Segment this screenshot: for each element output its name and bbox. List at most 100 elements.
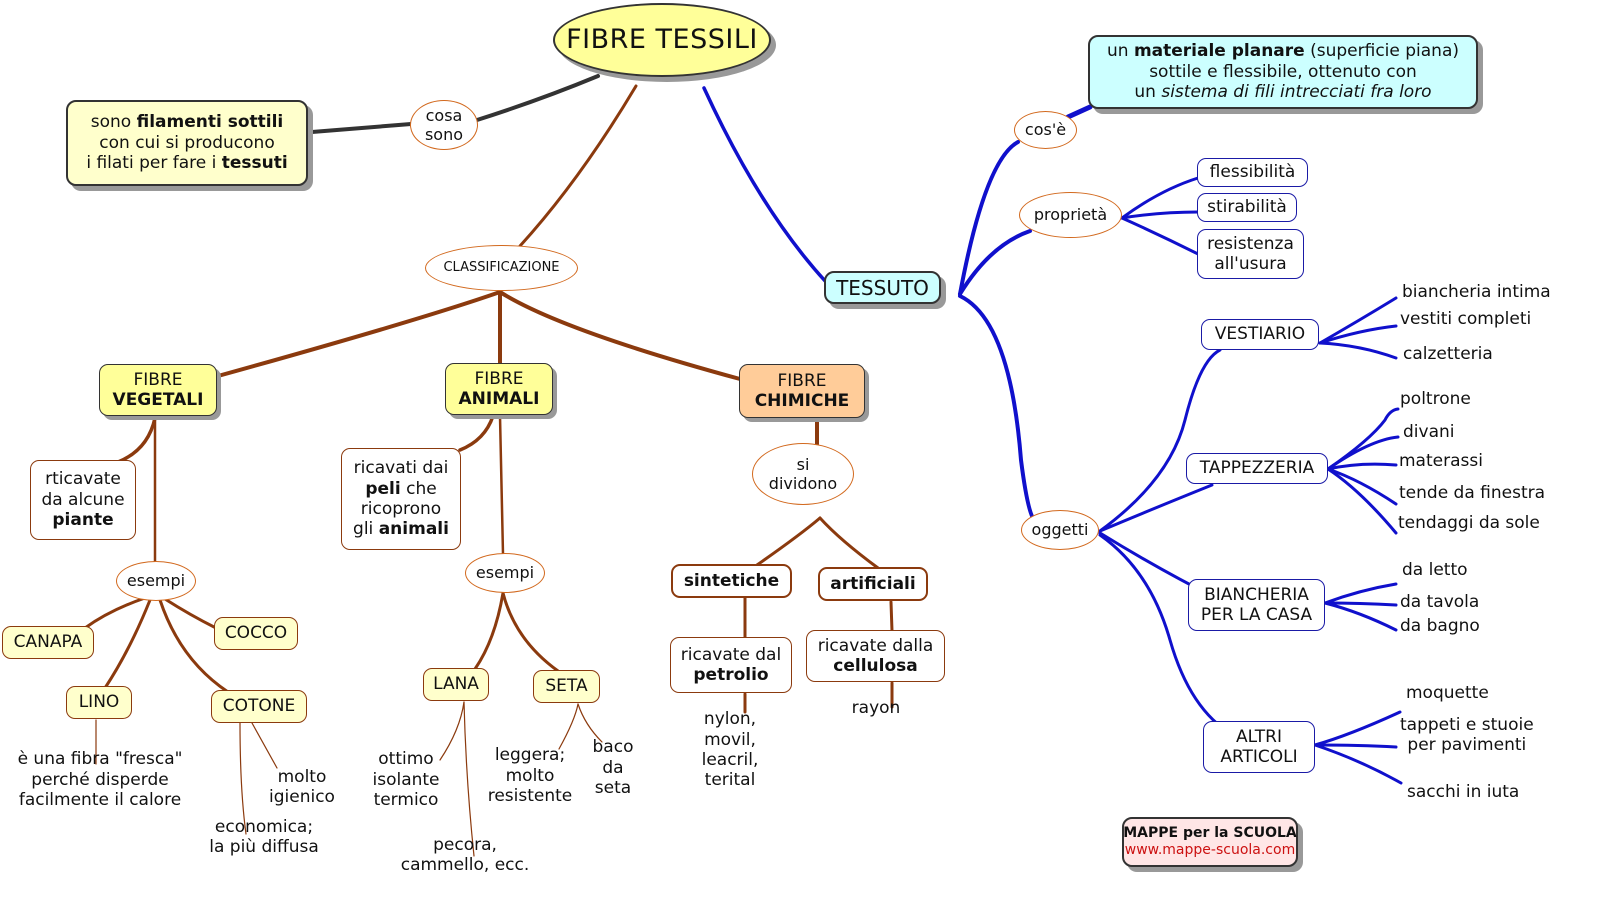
category-fibre-chimiche: FIBRE CHIMICHE — [739, 364, 865, 418]
link-ogg-vest — [1098, 348, 1222, 533]
definition-line: sono filamenti sottili — [90, 112, 284, 133]
link-cotone-b — [239, 722, 247, 835]
seta-notes-properties: leggera; molto resistente — [478, 742, 582, 810]
definition-line: un materiale planare (superficie piana) — [1106, 41, 1460, 62]
credit-site-link[interactable]: www.mappe-scuola.com — [1124, 842, 1296, 858]
example-text: COTONE — [222, 696, 296, 717]
tessuto-definition-box: un materiale planare (superficie piana) … — [1088, 35, 1478, 109]
link-esempi-canapa — [83, 596, 147, 630]
linker-esempi-vegetali: esempi — [116, 561, 196, 601]
sintetiche-examples: nylon, movil, leacril, terital — [690, 705, 770, 795]
example-line: leacril, — [701, 750, 759, 770]
lana-notes-source: pecora, cammello, ecc. — [390, 832, 540, 878]
category-text: VEGETALI — [112, 390, 204, 410]
example-line: terital — [704, 770, 756, 791]
note-line: seta — [594, 778, 632, 799]
item-da-bagno: da bagno — [1400, 616, 1480, 636]
example-line: movil, — [704, 729, 756, 750]
link-cose-def — [1065, 104, 1093, 120]
linker-text: cos'è — [1024, 120, 1067, 140]
item-text: tende da finestra — [1399, 483, 1546, 503]
example-cocco: COCCO — [214, 617, 298, 650]
linker-text: si — [796, 454, 810, 474]
link-esempi-lino — [103, 598, 152, 690]
link-title-tessuto — [702, 86, 828, 284]
note-line: isolante — [372, 769, 440, 790]
link-esempi-cotone — [158, 598, 230, 694]
item-text: tendaggi da sole — [1398, 513, 1540, 533]
main-title-text: FIBRE TESSILI — [566, 23, 758, 55]
desc-line: peli che — [365, 478, 437, 499]
desc-line: cellulosa — [833, 656, 918, 676]
link-ani-esempi — [498, 414, 505, 556]
property-text: resistenza — [1207, 233, 1294, 254]
definition-box: sono filamenti sottili con cui si produc… — [66, 100, 308, 186]
item-text: moquette — [1406, 683, 1489, 703]
group-biancheria-per-la-casa: BIANCHERIA PER LA CASA — [1188, 579, 1325, 631]
property-text: stirabilità — [1207, 197, 1287, 218]
linker-text: CLASSIFICAZIONE — [443, 260, 560, 276]
item-biancheria-intima: biancheria intima — [1402, 282, 1551, 302]
link-seta-b — [577, 703, 603, 743]
item-text: da tavola — [1400, 592, 1480, 612]
item-poltrone: poltrone — [1400, 389, 1471, 409]
item-text: tappeti e stuoie — [1400, 715, 1534, 735]
linker-cosa-sono: cosa sono — [410, 100, 478, 150]
link-dividono-sint — [755, 516, 822, 567]
credit-badge[interactable]: MAPPE per la SCUOLA www.mappe-scuola.com — [1122, 817, 1298, 867]
group-text: BIANCHERIA — [1204, 584, 1309, 605]
item-text: calzetteria — [1403, 344, 1493, 364]
link-bianc-3 — [1323, 601, 1398, 632]
linker-text: oggetti — [1031, 520, 1089, 540]
link-ogg-altri — [1098, 533, 1235, 737]
linker-si-dividono: si dividono — [752, 443, 854, 505]
lana-notes-properties: ottimo isolante termico — [360, 746, 452, 814]
tessuto-text: TESSUTO — [836, 275, 929, 300]
item-divani: divani — [1403, 422, 1455, 442]
group-text: VESTIARIO — [1214, 324, 1306, 345]
link-tapp-5 — [1326, 467, 1398, 535]
link-cosa-def — [310, 122, 413, 134]
linker-text: cosa — [425, 105, 463, 125]
example-text: COCCO — [224, 623, 288, 644]
example-lana: LANA — [423, 668, 489, 701]
note-line: molto — [277, 766, 327, 787]
category-text: FIBRE — [777, 370, 827, 391]
link-tapp-2 — [1326, 435, 1400, 471]
linker-cose: cos'è — [1014, 111, 1077, 149]
item-text: da letto — [1402, 560, 1468, 580]
desc-line: da alcune — [41, 489, 125, 510]
type-text: artificiali — [830, 573, 916, 594]
item-vestiti-completi: vestiti completi — [1400, 309, 1531, 329]
note-line: pecora, — [433, 834, 497, 855]
type-text: sintetiche — [683, 570, 780, 591]
linker-text: dividono — [768, 474, 838, 493]
group-text: TAPPEZZERIA — [1199, 458, 1315, 479]
desc-line: rticavate — [45, 469, 121, 490]
property-resistenza: resistenza all'usura — [1197, 229, 1304, 279]
link-altri-3 — [1313, 743, 1403, 785]
link-veg-desc — [116, 416, 157, 464]
linker-text: sono — [424, 125, 464, 144]
cotone-notes-economy: economica; la più diffusa — [196, 814, 332, 860]
main-title: FIBRE TESSILI — [553, 3, 771, 77]
desc-line: petrolio — [693, 665, 769, 685]
type-artificiali: artificiali — [818, 567, 928, 601]
example-cotone: COTONE — [211, 690, 307, 723]
link-ogg-tapp — [1098, 483, 1214, 533]
property-text: all'usura — [1214, 254, 1287, 274]
link-title-cosa — [475, 74, 600, 122]
link-esempi-lana — [473, 591, 505, 671]
cotone-notes-hygiene: molto igienico — [262, 764, 342, 810]
category-text: CHIMICHE — [754, 391, 850, 411]
group-tappezzeria: TAPPEZZERIA — [1186, 453, 1328, 484]
group-text: ARTICOLI — [1220, 747, 1298, 767]
example-canapa: CANAPA — [2, 626, 94, 659]
item-tendaggi-da-sole: tendaggi da sole — [1398, 513, 1540, 533]
note-line: resistente — [487, 786, 573, 807]
item-text: divani — [1403, 422, 1455, 442]
definition-line: con cui si producono — [99, 132, 275, 153]
example-lino: LINO — [66, 686, 132, 719]
example-line: nylon, — [703, 709, 757, 730]
note-line: molto — [505, 765, 555, 786]
